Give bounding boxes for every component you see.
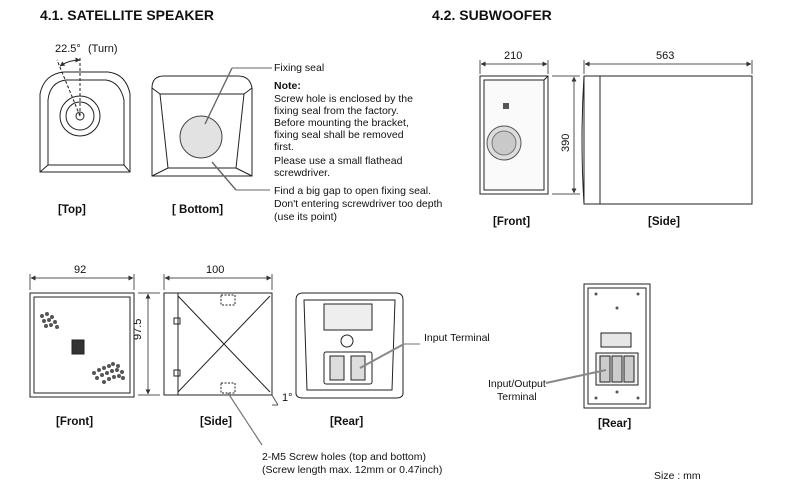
screw-holes-line: (Screw length max. 12mm or 0.47inch)	[262, 464, 443, 476]
note-line: first.	[274, 141, 294, 153]
subwoofer-height-dim: 390	[560, 133, 572, 152]
fixing-seal-label: Fixing seal	[274, 62, 325, 74]
turn-label: (Turn)	[88, 43, 118, 55]
subwoofer-front-view	[479, 75, 549, 195]
satellite-angle-dim: 1°	[282, 392, 293, 404]
input-terminal-label: Input Terminal	[424, 332, 490, 344]
satellite-heading: 4.1. SATELLITE SPEAKER	[40, 7, 214, 23]
satellite-top-view	[39, 56, 131, 173]
satellite-front-width-dim: 92	[74, 264, 87, 276]
satellite-rear-label: [Rear]	[330, 416, 364, 428]
note-line: fixing seal from the factory.	[274, 105, 399, 117]
subwoofer-rear-label: [Rear]	[598, 418, 632, 430]
satellite-side-view	[163, 292, 273, 396]
note-line: fixing seal shall be removed	[274, 129, 404, 141]
gap-note-line: Find a big gap to open fixing seal.	[274, 185, 432, 197]
subwoofer-front-label: [Front]	[493, 216, 531, 228]
note-line: Please use a small flathead	[274, 155, 403, 167]
subwoofer-front-width-dim: 210	[504, 50, 523, 62]
satellite-bottom-view	[151, 75, 253, 177]
subwoofer-side-label: [Side]	[648, 216, 680, 228]
satellite-bottom-label: [ Bottom]	[172, 204, 224, 216]
satellite-front-label: [Front]	[56, 416, 94, 428]
satellite-height-dim: 97.5	[132, 318, 144, 340]
gap-note-line: Don't entering screwdriver too depth	[274, 198, 443, 210]
note-title: Note:	[274, 80, 301, 92]
turn-angle-label: 22.5°	[55, 43, 81, 55]
subwoofer-heading: 4.2. SUBWOOFER	[432, 7, 552, 23]
note-line: screwdriver.	[274, 167, 331, 179]
subwoofer-side-depth-dim: 563	[656, 50, 675, 62]
subwoofer-rear-view	[583, 283, 651, 409]
size-unit-note: Size : mm	[654, 470, 701, 482]
note-line: Before mounting the bracket,	[274, 117, 409, 129]
note-line: Screw hole is enclosed by the	[274, 93, 413, 105]
satellite-side-width-dim: 100	[206, 264, 225, 276]
satellite-side-label: [Side]	[200, 416, 232, 428]
subwoofer-side-view	[581, 75, 753, 205]
satellite-rear-view	[295, 292, 404, 399]
gap-note-line: (use its point)	[274, 211, 338, 223]
screw-holes-line: 2-M5 Screw holes (top and bottom)	[262, 451, 426, 463]
satellite-front-view	[29, 292, 135, 398]
io-terminal-line: Terminal	[497, 391, 537, 403]
satellite-top-label: [Top]	[58, 204, 86, 216]
io-terminal-line: Input/Output	[488, 378, 546, 390]
